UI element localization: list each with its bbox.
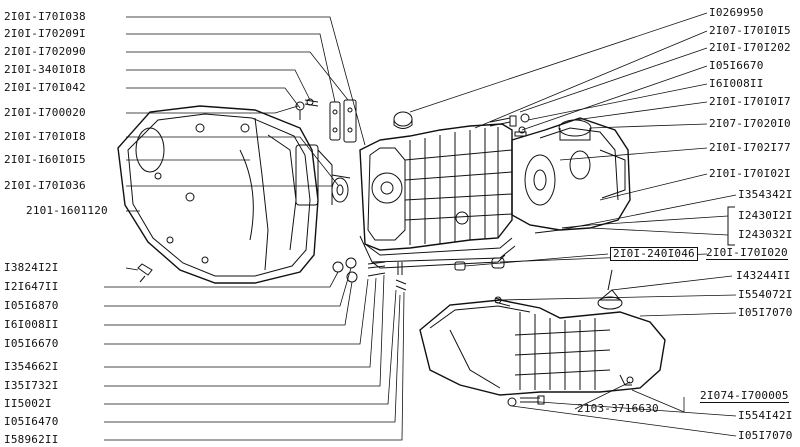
part-label: I05I7070 <box>738 429 793 442</box>
gearbox-case <box>359 123 516 269</box>
part-label: 2I0I-I70I038 <box>4 10 86 23</box>
part-label: I05I7070 <box>738 306 793 319</box>
part-label: I35I732I <box>4 379 59 392</box>
rear-housing <box>511 117 631 231</box>
part-label: 2I0I-340I0I8 <box>4 63 86 76</box>
part-label: I05I6670 <box>709 59 764 72</box>
part-label: I6I008II <box>4 318 59 331</box>
top-bolts <box>489 113 530 137</box>
part-label: 2I0I-I70I0I8 <box>4 130 86 143</box>
part-label: 2I07-I7020I0 <box>709 117 791 130</box>
part-label: 2I0I-I702090 <box>4 45 86 58</box>
cap-part <box>393 111 413 129</box>
pan-part-label: 2I0I-240I046 <box>610 247 698 261</box>
part-label: 2I07-I70I0I5 <box>709 24 791 37</box>
part-label: 2I0I-I70I036 <box>4 179 86 192</box>
part-label: 2I0I-I70I020 <box>706 246 788 260</box>
part-label: I43244II <box>736 269 791 282</box>
part-label: 2I0I-I60I0I5 <box>4 153 86 166</box>
left-fasteners <box>137 257 407 291</box>
release-parts <box>317 149 351 205</box>
switch-part-label: 2103-3716630 <box>577 402 659 415</box>
part-label: I0269950 <box>709 6 764 19</box>
part-label: I2I647II <box>4 280 59 293</box>
part-label: 2I0I-I700020 <box>4 106 86 119</box>
part-label: 2101-1601120 <box>26 204 108 217</box>
part-label: II5002I <box>4 397 52 410</box>
part-label: I243032I <box>738 228 793 241</box>
part-label: I05I6470 <box>4 415 59 428</box>
part-label: I3824I2I <box>4 261 59 274</box>
assembled-gearbox <box>419 269 666 396</box>
part-label: I554072I <box>738 288 793 301</box>
part-label: 2I0I-I70209I <box>4 27 86 40</box>
part-label: I05I6670 <box>4 337 59 350</box>
part-label: I554I42I <box>738 409 793 422</box>
part-label: I354342I <box>738 188 793 201</box>
part-label: 2I0I-I70I202 <box>709 41 791 54</box>
part-label: 2I0I-I70I0I7 <box>709 95 791 108</box>
part-label: I05I6870 <box>4 299 59 312</box>
part-label: I354662I <box>4 360 59 373</box>
gaskets <box>304 98 357 143</box>
clutch-housing <box>117 101 319 284</box>
part-label: I6I008II <box>709 77 764 90</box>
part-label: 2I0I-I702I77 <box>709 141 791 154</box>
part-label: 2I074-I700005 <box>700 389 789 403</box>
pair-bracket <box>727 206 735 246</box>
leader-lines <box>104 12 737 441</box>
part-label: 2I0I-I70I042 <box>4 81 86 94</box>
part-label: I58962II <box>4 433 59 446</box>
bottom-fasteners <box>507 395 545 407</box>
part-label: I2430I2I <box>738 209 793 222</box>
part-label: 2I0I-I70I02I <box>709 167 791 180</box>
